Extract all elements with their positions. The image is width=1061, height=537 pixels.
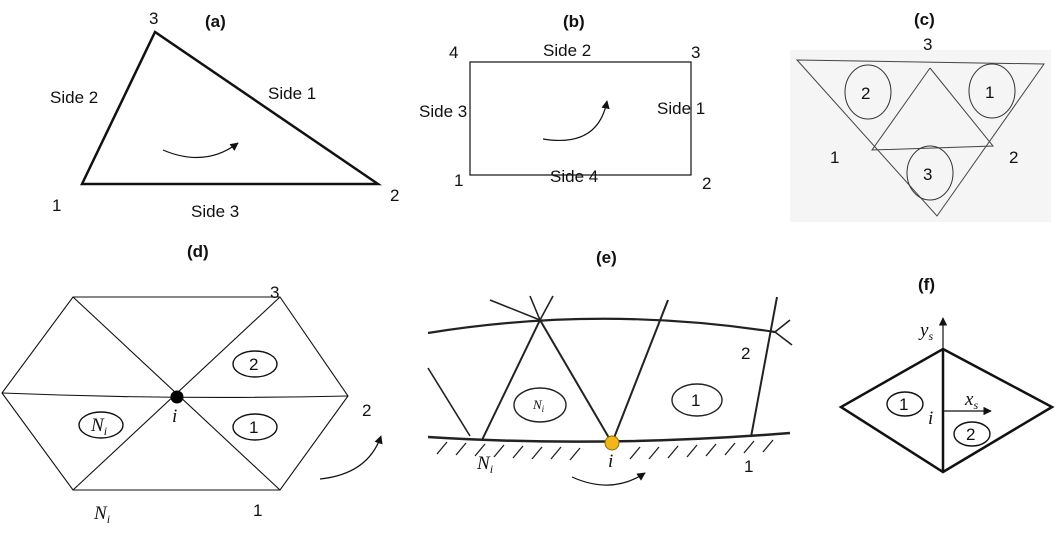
panel-d-title: (d) xyxy=(187,242,209,261)
element-1-circle xyxy=(671,383,723,417)
neighbor-ni-label: Ni xyxy=(93,503,110,526)
orientation-arrow xyxy=(319,435,383,480)
x-axis-label: xs xyxy=(964,389,978,412)
side-4-label: Side 4 xyxy=(550,167,598,186)
vertex-2-label: 2 xyxy=(741,344,750,363)
mesh-edge xyxy=(427,317,776,335)
node-i-label: i xyxy=(172,406,177,427)
inner-triangle xyxy=(871,67,995,151)
element-2-circle xyxy=(953,421,991,447)
side-2-label: Side 2 xyxy=(50,88,98,107)
element-1-label: 1 xyxy=(985,83,994,102)
element-1-label: 1 xyxy=(249,418,258,437)
node-i-marker xyxy=(170,390,184,404)
panel-f: (f) ys xs i 1 2 xyxy=(838,275,1055,474)
mesh-edge xyxy=(774,331,793,346)
element-1-label: 1 xyxy=(691,391,700,410)
vertex-2-label: 2 xyxy=(362,401,371,420)
panel-e-title: (e) xyxy=(596,248,617,267)
side-1-label: Side 1 xyxy=(268,84,316,103)
mesh-edge xyxy=(427,367,471,437)
element-ni-circle xyxy=(513,387,567,423)
vertex-1-label: 1 xyxy=(52,196,61,215)
outer-triangle xyxy=(795,59,1045,217)
panel-a: (a) 1 2 3 Side 1 Side 2 Side 3 xyxy=(50,9,399,221)
panel-b-title: (b) xyxy=(563,12,585,31)
vertex-3-label: 3 xyxy=(149,9,158,28)
panel-d: (d) i 2 1 Ni Ni 1 2 3 xyxy=(1,242,383,526)
node-i-marker xyxy=(604,435,620,451)
element-2-circle xyxy=(232,350,278,378)
element-3-label: 3 xyxy=(923,165,932,184)
vertex-3-label: 3 xyxy=(270,283,279,302)
vertex-2-label: 2 xyxy=(702,174,711,193)
panel-e: (e) xyxy=(427,248,793,486)
side-2-label: Side 2 xyxy=(543,41,591,60)
vertex-1-label: 1 xyxy=(454,171,463,190)
mesh-edge xyxy=(750,296,778,438)
boundary-hatching xyxy=(436,439,774,461)
mesh-edge xyxy=(481,319,541,441)
orientation-arrow xyxy=(571,472,646,486)
node-i-label: i xyxy=(928,408,933,429)
quad-element xyxy=(469,61,692,176)
vertex-3-label: 3 xyxy=(691,43,700,62)
y-axis-label: ys xyxy=(918,320,933,343)
side-3-label: Side 3 xyxy=(419,102,467,121)
element-1-circle xyxy=(968,63,1016,119)
panel-c: (c) 2 1 3 1 2 3 xyxy=(790,10,1051,222)
side-1-label: Side 1 xyxy=(657,99,705,118)
panel-b: (b) 1 2 3 4 Side 1 Side 2 Side 3 Side 4 xyxy=(419,12,711,193)
mesh-edge xyxy=(539,295,554,321)
vertex-1-label: 1 xyxy=(253,501,262,520)
element-2-label: 2 xyxy=(249,355,258,374)
element-ni-label: Ni xyxy=(532,397,545,414)
panel-c-background xyxy=(790,50,1051,222)
boundary-edge xyxy=(427,431,791,443)
vertex-3-label: 3 xyxy=(923,35,932,54)
mesh-edge xyxy=(774,319,791,333)
vertex-2-label: 2 xyxy=(390,186,399,205)
panel-f-title: (f) xyxy=(918,275,935,294)
node-i-label: i xyxy=(608,451,613,472)
neighbor-ni-label: Ni xyxy=(476,453,493,476)
orientation-arrow xyxy=(162,142,239,159)
mesh-edge xyxy=(539,319,613,444)
element-ni-label: Ni xyxy=(90,415,107,438)
element-2-label: 2 xyxy=(966,425,975,444)
element-3-circle xyxy=(906,145,954,201)
orientation-arrow xyxy=(542,100,610,141)
element-2-circle xyxy=(844,64,892,120)
element-ni-circle xyxy=(78,411,124,439)
vertex-4-label: 4 xyxy=(449,43,458,62)
element-1-circle xyxy=(886,391,924,417)
element-1-label: 1 xyxy=(899,395,908,414)
panel-c-title: (c) xyxy=(914,10,935,29)
element-1-circle xyxy=(232,413,278,441)
triangle-element xyxy=(80,30,383,186)
element-2-label: 2 xyxy=(861,84,870,103)
vertex-2-label: 2 xyxy=(1009,148,1018,167)
mesh-edge xyxy=(489,299,541,321)
mesh-edge xyxy=(611,299,669,444)
side-3-label: Side 3 xyxy=(191,202,239,221)
panel-a-title: (a) xyxy=(205,12,226,31)
vertex-1-label: 1 xyxy=(744,457,753,476)
mesh-edge xyxy=(529,295,541,321)
vertex-1-label: 1 xyxy=(830,148,839,167)
